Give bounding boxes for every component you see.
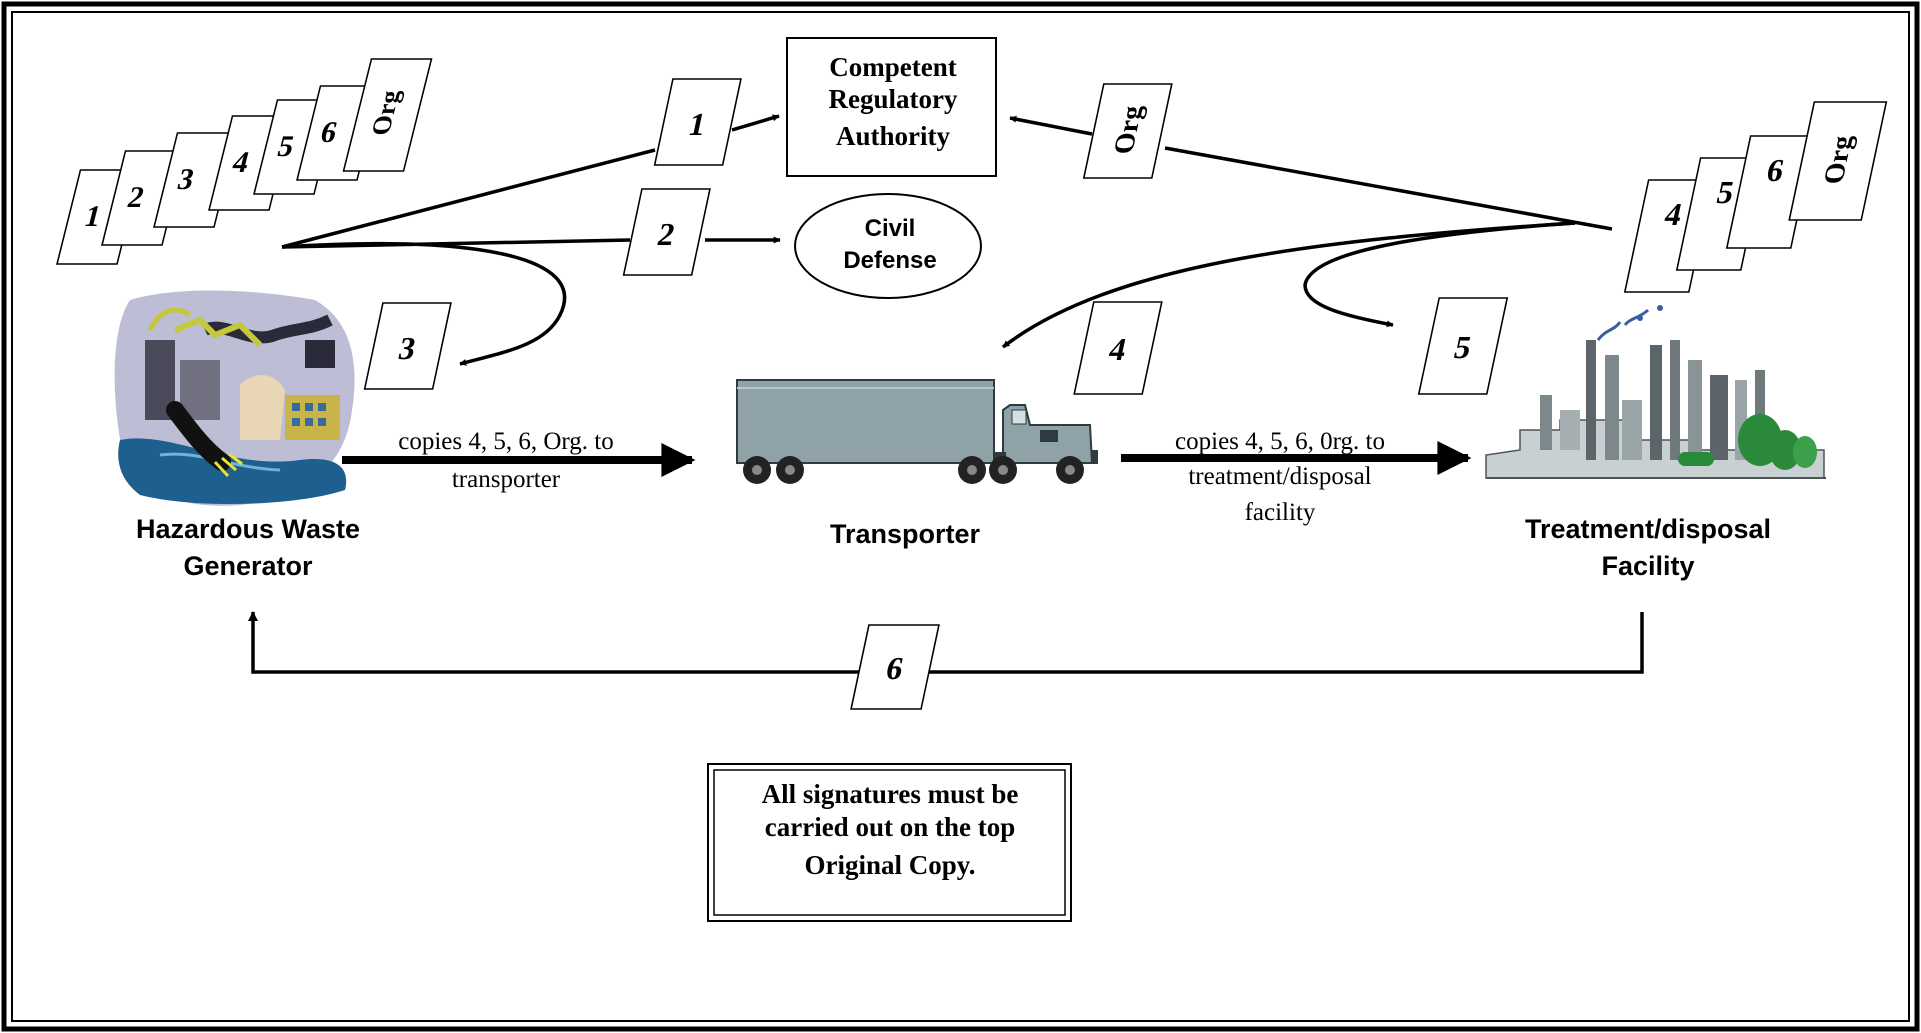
card-retained-generator: 3 [363,302,452,390]
facility-label-line-1: Treatment/disposal [1525,514,1771,544]
card-to-authority: 1 [653,78,742,166]
flow-lines [248,114,1644,674]
line-generator-to-card1 [281,148,656,249]
generator-label-line-1: Hazardous Waste [136,514,360,544]
note-line-3: Original Copy. [804,850,975,880]
authority-line-2: Regulatory [829,84,958,114]
transporter-label: Transporter [830,519,981,549]
card-to-transporter-return: 4 [1073,301,1163,395]
card-label: 2 [655,216,679,252]
signature-note: All signatures must be carried out on th… [707,763,1072,922]
copy-card: Org [1788,101,1888,221]
card-label: 6 [883,650,907,686]
card-label: 3 [396,330,420,366]
truck-icon [736,379,1098,484]
civil-defense-line-1: Civil [865,215,916,242]
factory-pollution-icon [114,290,355,506]
card-original-to-authority: Org [1082,83,1173,179]
generator-transporter-label-line-1: copies 4, 5, 6, Org. to [398,428,614,455]
copy-card: Org [342,58,433,172]
card-label: 4 [1106,331,1130,367]
arrow-facility-to-transporter [1001,221,1576,349]
copy-card-label: 5 [1714,174,1738,210]
note-line-2: carried out on the top [765,812,1015,842]
facility-copy-stack: 4 5 6 Org [1623,101,1888,293]
card-label: 5 [1451,329,1475,365]
note-line-1: All signatures must be [762,779,1019,809]
card-to-civil-defense: 2 [622,188,711,276]
card-label: 1 [686,106,710,142]
inner-frame [11,11,1910,1022]
arrow-facility-to-card5 [1303,221,1576,328]
authority-line-1: Competent [829,52,956,82]
authority-line-3: Authority [836,121,950,151]
return-line-facility-to-generator [248,611,1644,674]
generator-label-line-2: Generator [183,551,313,581]
generator-copy-stack: 1 2 3 4 5 6 Org [56,58,433,265]
arrow-generator-to-card3 [281,241,567,366]
authority-node: Competent Regulatory Authority [786,37,997,177]
transporter-facility-label-line-2: treatment/disposal [1188,463,1371,490]
civil-defense-line-2: Defense [843,247,936,274]
arrow-org-card-to-authority [1009,115,1093,136]
industrial-plant-icon [1485,305,1826,479]
transporter-facility-label-line-1: copies 4, 5, 6, 0rg. to [1175,428,1385,455]
arrow-card1-to-authority [731,114,780,132]
copy-card-label: 6 [1764,152,1788,188]
civil-defense-node: Civil Defense [794,193,982,299]
card-retained-facility: 5 [1417,297,1509,395]
generator-transporter-label-line-2: transporter [452,466,561,493]
facility-label-line-2: Facility [1601,551,1694,581]
line-facility-to-org-card [1164,146,1613,231]
copy-card-label: 4 [1662,196,1686,232]
flow-cards: 1 2 3 Org 4 5 6 [363,78,1509,710]
transporter-facility-label-line-3: facility [1245,499,1316,526]
card-to-generator-return: 6 [850,624,940,710]
